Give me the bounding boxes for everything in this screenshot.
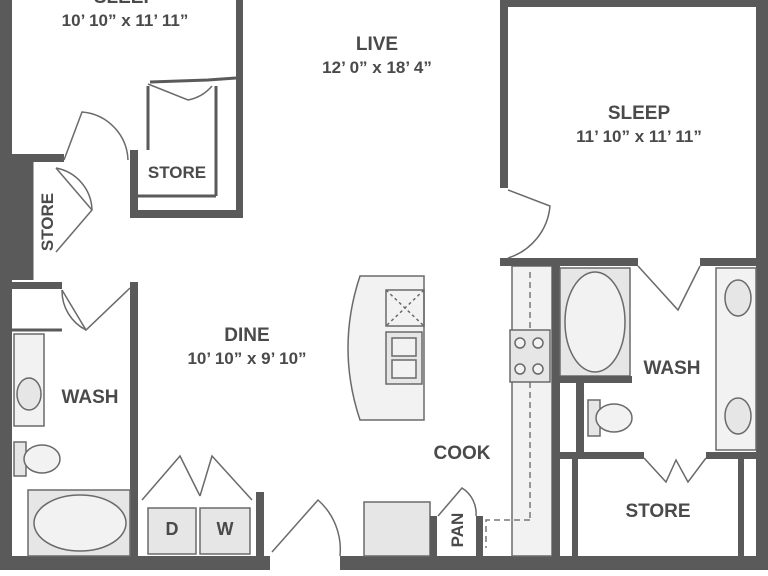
sink-left-icon	[16, 377, 42, 411]
wall-sleep-right-bottom	[500, 258, 638, 266]
room-dimensions: 10’ 10” x 9’ 10”	[187, 348, 307, 368]
wall-wash-left-right	[130, 282, 138, 556]
exterior-wall-bottom-right	[340, 556, 768, 570]
bathtub-left-basin	[33, 494, 127, 552]
room-name: STORE	[625, 501, 691, 522]
dryer	[147, 507, 197, 555]
appliance-letter: W	[216, 519, 234, 539]
wall-store-side-left	[12, 162, 32, 280]
wall-store-top-bottom	[130, 210, 243, 218]
range-icon	[509, 329, 551, 383]
room-name: SLEEP	[20, 0, 230, 10]
door-swing-laundry-left	[141, 454, 201, 501]
door-swing-store-top	[147, 83, 213, 101]
room-store-side: STORE	[38, 180, 58, 264]
room-name: LIVE	[355, 34, 399, 55]
cooktop-cross-b	[385, 289, 425, 327]
kitchen-counter-dash-bottom	[485, 519, 530, 548]
burner-3	[514, 363, 526, 375]
wall-store-top-left	[130, 150, 138, 218]
kitchen-sink-basin-b	[391, 359, 417, 379]
room-name: SLEEP	[607, 103, 671, 124]
room-cook: COOK	[422, 442, 502, 466]
room-store-bottom-right: STORE	[600, 500, 716, 524]
wall-sleep-left-right	[236, 0, 243, 82]
room-name: STORE	[38, 192, 57, 252]
wall-laundry-right	[256, 492, 264, 556]
wall-store-top-right	[236, 82, 243, 218]
room-name: PAN	[448, 512, 467, 548]
wall-store-bottom-right-right	[738, 459, 744, 556]
wall-wash-left-top	[12, 282, 62, 289]
bathtub-right-basin	[564, 271, 626, 373]
room-dine: DINE 10’ 10” x 9’ 10”	[142, 324, 352, 369]
room-live: LIVE 12’ 0” x 18’ 4”	[272, 33, 482, 78]
exterior-wall-bottom-left	[0, 556, 270, 570]
dryer-label: D	[148, 519, 196, 540]
door-swing-store-bottom-right	[643, 457, 707, 484]
door-swing-entry	[271, 498, 342, 557]
room-wash-right: WASH	[632, 357, 712, 381]
burner-4	[532, 363, 544, 375]
wall-pantry-right	[476, 516, 483, 556]
room-name: COOK	[433, 443, 491, 464]
wall-sleep-left-bottom	[12, 154, 64, 162]
burner-2	[532, 337, 544, 349]
door-swing-wash-left	[61, 287, 131, 332]
wall-wash-right-bottom	[560, 452, 644, 459]
door-swing-sleep-right	[507, 189, 551, 259]
room-wash-left: WASH	[50, 386, 130, 410]
refrigerator	[363, 501, 431, 557]
burner-1	[514, 337, 526, 349]
exterior-wall-top-right	[500, 0, 768, 7]
room-name: WASH	[61, 387, 119, 408]
appliance-letter: D	[165, 519, 179, 539]
exterior-wall-left	[0, 0, 12, 570]
wall-sleep-left-angle	[149, 76, 237, 84]
room-sleep-left: SLEEP 10’ 10” x 11’ 11”	[20, 0, 230, 31]
exterior-wall-right	[756, 0, 768, 570]
wall-wash-right-partition	[576, 383, 584, 453]
wall-wash-right-bottom-b	[706, 452, 756, 459]
room-name: DINE	[224, 325, 270, 346]
room-pan: PAN	[448, 506, 468, 554]
room-store-top: STORE	[138, 162, 216, 183]
washer-label: W	[200, 519, 250, 540]
toilet-left-icon	[23, 444, 61, 474]
sink-right-b-icon	[724, 397, 752, 435]
room-dimensions: 10’ 10” x 11’ 11”	[61, 10, 189, 30]
kitchen-sink-basin-a	[391, 337, 417, 357]
door-swing-store-side	[55, 167, 93, 253]
toilet-right-icon	[595, 403, 633, 433]
door-swing-wash-right	[637, 265, 701, 312]
room-name: STORE	[147, 163, 207, 182]
sink-right-a-icon	[724, 279, 752, 317]
washer	[199, 507, 251, 555]
wall-wash-right-tub	[560, 376, 632, 383]
room-dimensions: 12’ 0” x 18’ 4”	[322, 57, 432, 77]
door-swing-sleep-left	[63, 111, 129, 161]
kitchen-counter	[511, 265, 553, 557]
wall-sleep-right-left	[500, 0, 508, 188]
wall-wash-right-left	[552, 266, 560, 556]
wall-store-bottom-right-left	[572, 459, 578, 556]
wall-pantry-left	[430, 516, 437, 556]
wall-sleep-right-bottom-b	[700, 258, 756, 266]
room-name: WASH	[643, 358, 701, 379]
room-sleep-right: SLEEP 11’ 10” x 11’ 11”	[534, 102, 744, 147]
cooktop-island	[385, 289, 425, 327]
door-swing-pantry	[437, 487, 477, 517]
room-dimensions: 11’ 10” x 11’ 11”	[576, 126, 702, 146]
door-swing-laundry-right	[199, 454, 253, 501]
